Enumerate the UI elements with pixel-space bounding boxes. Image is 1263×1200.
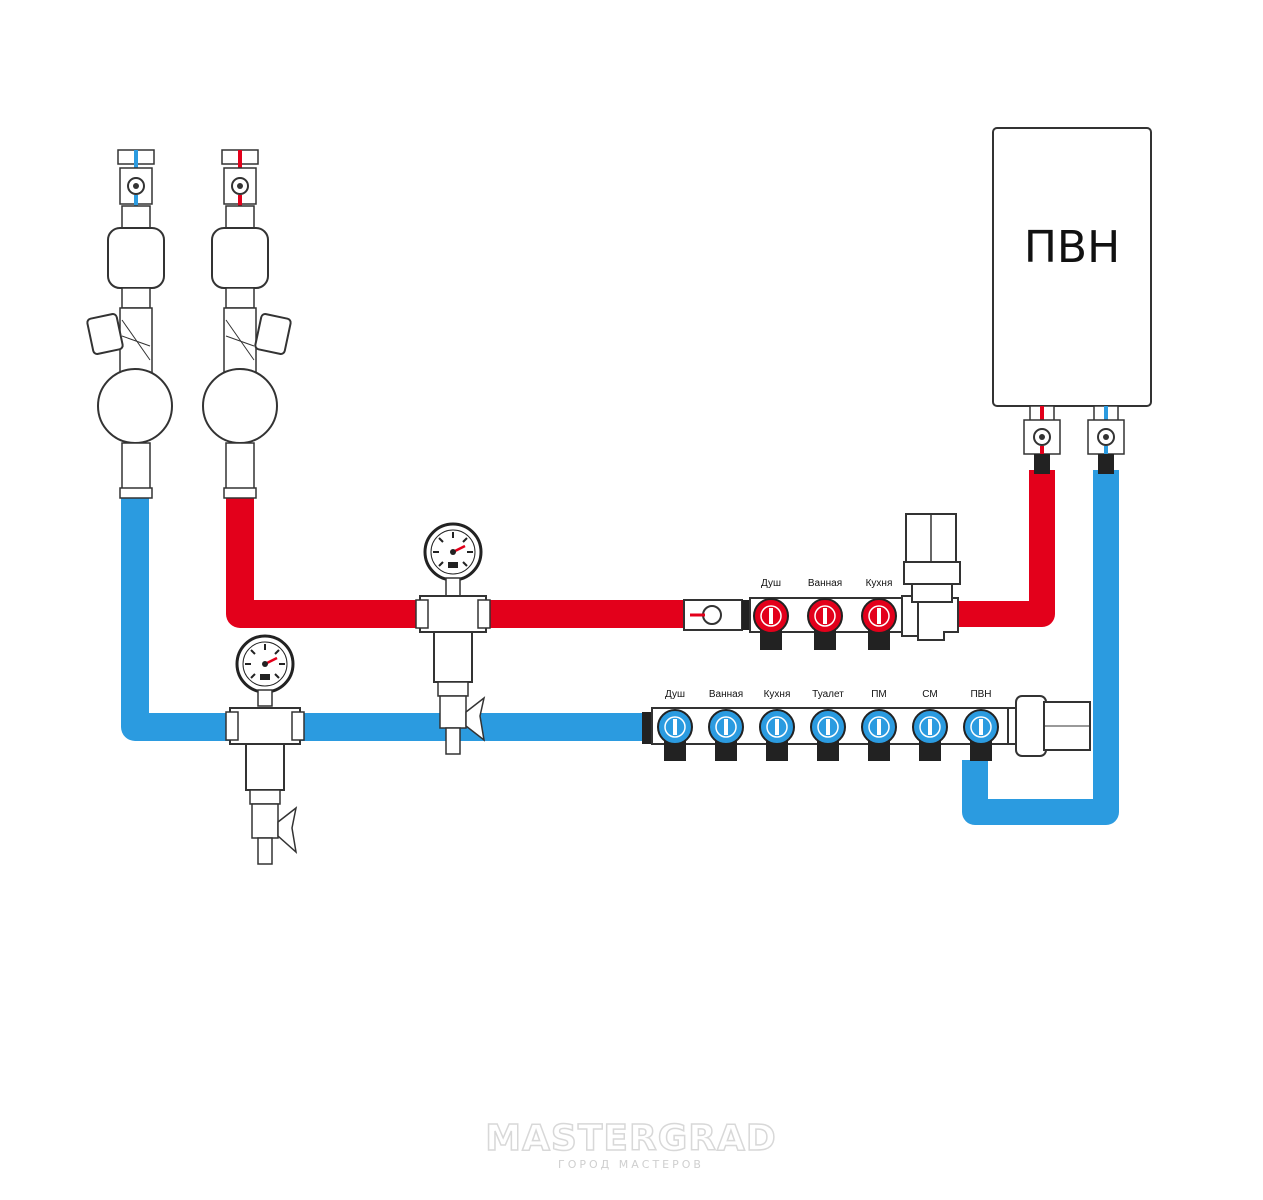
- hot-manifold: Душ Ванная Кухня: [683, 513, 961, 650]
- outlet-connector: [760, 630, 782, 650]
- outlet-valve: Туалет: [810, 689, 846, 761]
- outlet-valve: Кухня: [759, 689, 795, 761]
- outlet-connector: [814, 630, 836, 650]
- outlet-label: Душ: [761, 578, 781, 589]
- outlet-connector: [715, 741, 737, 761]
- watermark: MASTERGRAD ГОРОД МАСТЕРОВ: [485, 1117, 777, 1171]
- outlet-connector: [817, 741, 839, 761]
- outlet-connector: [970, 741, 992, 761]
- cold-pressure-reducer: [225, 634, 305, 865]
- pressure-gauge-icon: [423, 522, 483, 582]
- outlet-label: Ванная: [709, 689, 743, 700]
- outlet-valve: Душ: [753, 578, 789, 650]
- outlet-label: Душ: [665, 689, 685, 700]
- outlet-valve: Кухня: [861, 578, 897, 650]
- watermark-subtitle: ГОРОД МАСТЕРОВ: [558, 1158, 704, 1171]
- outlet-label: Туалет: [812, 689, 844, 700]
- outlet-label: Ванная: [808, 578, 842, 589]
- watermark-title: MASTERGRAD: [485, 1118, 777, 1159]
- outlet-connector: [766, 741, 788, 761]
- water-heater: ПВН: [992, 127, 1152, 474]
- outlet-connector: [868, 741, 890, 761]
- outlet-label: ПВН: [970, 689, 991, 700]
- outlet-label: ПМ: [871, 689, 887, 700]
- outlet-valve: СМ: [912, 689, 948, 761]
- hot-main-pipe: [226, 497, 685, 628]
- outlet-valve: Душ: [657, 689, 693, 761]
- outlet-valve: Ванная: [807, 578, 843, 650]
- outlet-connector: [868, 630, 890, 650]
- outlet-valve: ПВН: [963, 689, 999, 761]
- cold-heater-pipe: [962, 470, 1119, 825]
- outlet-valve: Ванная: [708, 689, 744, 761]
- outlet-label: Кухня: [764, 689, 791, 700]
- hot-pressure-reducer: [415, 522, 491, 755]
- outlet-connector: [919, 741, 941, 761]
- water-heater-body: [992, 127, 1152, 407]
- outlet-label: Кухня: [866, 578, 893, 589]
- outlet-label: СМ: [922, 689, 937, 700]
- cold-manifold: Душ Ванная Кухня Туалет ПМ СМ ПВН: [642, 689, 1091, 761]
- water-heater-label: ПВН: [1024, 222, 1120, 273]
- pressure-gauge-icon: [235, 634, 295, 694]
- cold-riser-assembly: [86, 149, 173, 499]
- hot-heater-pipe: [950, 470, 1055, 627]
- outlet-valve: ПМ: [861, 689, 897, 761]
- hot-riser-assembly: [202, 149, 292, 499]
- outlet-connector: [664, 741, 686, 761]
